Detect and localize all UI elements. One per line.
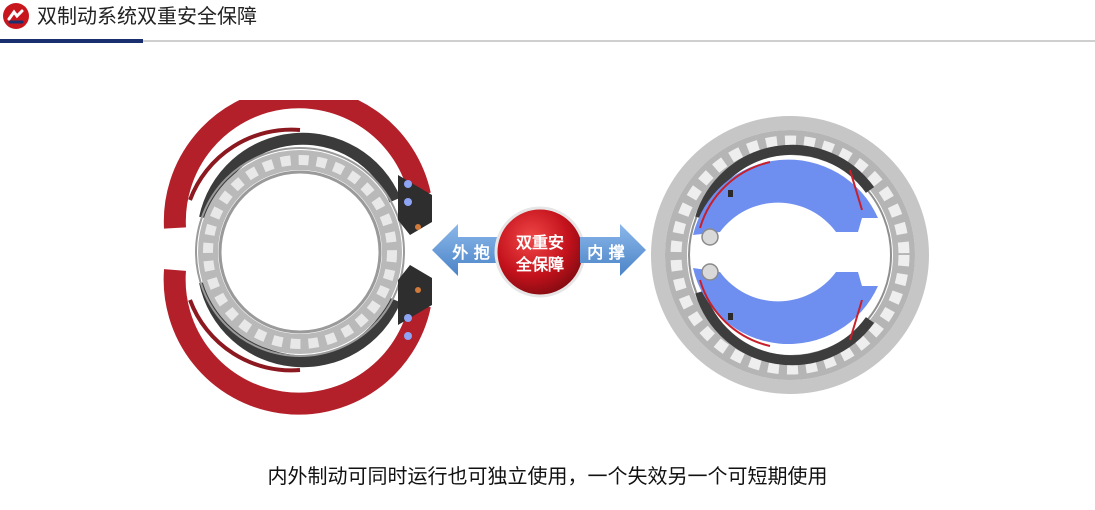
badge-line-2: 全保障 bbox=[515, 255, 564, 274]
dual-safety-badge: 双重安 全保障 bbox=[494, 206, 586, 298]
internal-brake-illustration bbox=[651, 116, 929, 394]
outer-brake-shoe-upper bbox=[163, 100, 431, 229]
page-header: 双制动系统双重安全保障 bbox=[0, 0, 1095, 44]
lever-arm-upper bbox=[398, 175, 432, 235]
external-clamp-arrow: 外 抱 bbox=[432, 224, 500, 276]
lever-arm-lower bbox=[398, 265, 432, 325]
internal-expand-label: 内 撑 bbox=[587, 243, 625, 262]
bearing-outer-ring-right bbox=[651, 116, 929, 394]
header-divider bbox=[0, 40, 1095, 42]
external-clamp-label: 外 抱 bbox=[451, 243, 490, 262]
brake-lining-lower bbox=[199, 280, 401, 368]
header-accent-bar bbox=[0, 39, 143, 43]
external-brake-illustration bbox=[163, 100, 432, 415]
pivot-pin-lower bbox=[701, 263, 719, 281]
pivot-pin-upper bbox=[701, 228, 719, 246]
inner-brake-shoe-upper bbox=[693, 159, 878, 235]
brand-logo-icon bbox=[3, 3, 29, 29]
outer-brake-shoe-lower bbox=[163, 269, 431, 415]
badge-line-1: 双重安 bbox=[516, 233, 564, 252]
brake-lining-upper bbox=[199, 132, 401, 220]
page-title: 双制动系统双重安全保障 bbox=[37, 4, 257, 28]
internal-expand-arrow: 内 撑 bbox=[580, 224, 646, 276]
diagram-caption: 内外制动可同时运行也可独立使用，一个失效另一个可短期使用 bbox=[267, 464, 828, 488]
inner-brake-shoe-lower bbox=[693, 268, 878, 345]
dual-brake-diagram: 外 抱 双重安 全保障 内 撑 bbox=[163, 100, 929, 415]
